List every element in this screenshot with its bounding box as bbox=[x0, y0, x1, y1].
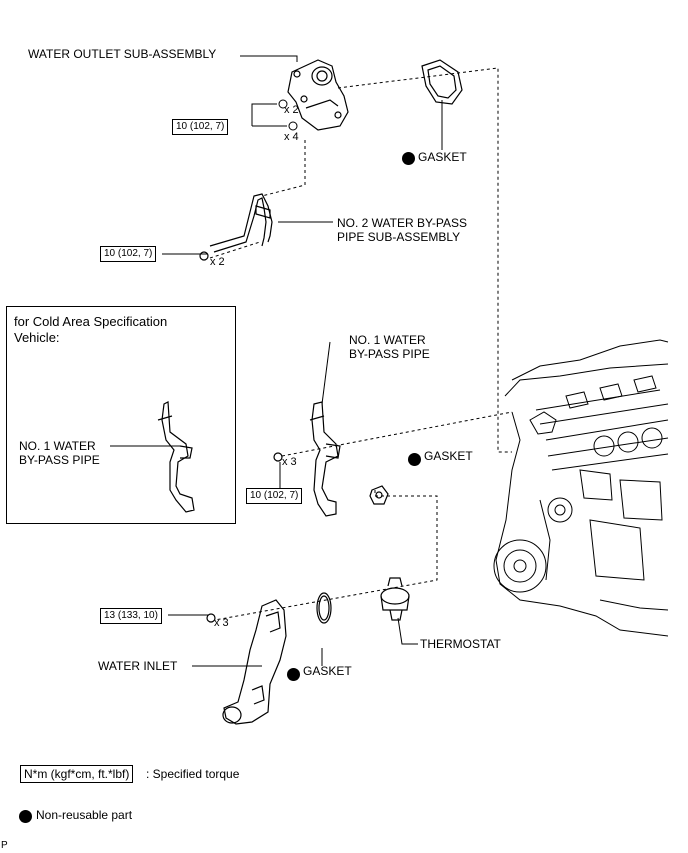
qty-no1-pipe: x 3 bbox=[282, 456, 297, 468]
torque-no2-pipe: 10 (102, 7) bbox=[100, 246, 157, 262]
gasket-bottom-drawing bbox=[316, 592, 332, 624]
cold-area-title-line1: for Cold Area Specification bbox=[14, 314, 168, 329]
gasket-mid-drawing bbox=[369, 485, 389, 505]
alignment-lines bbox=[209, 67, 513, 621]
nonreusable-dot-gasket-bottom bbox=[287, 668, 300, 681]
qty-inlet: x 3 bbox=[214, 617, 229, 629]
gasket-top-drawing bbox=[421, 59, 463, 105]
qty-outlet-a: x 2 bbox=[284, 104, 299, 116]
no1-pipe-drawing bbox=[273, 401, 341, 517]
cold-area-box bbox=[6, 306, 236, 524]
water-outlet-drawing bbox=[287, 59, 349, 131]
outlet-bolts bbox=[278, 99, 298, 131]
no1-bypass-label-line2: BY-PASS PIPE bbox=[349, 347, 430, 361]
thermostat-drawing bbox=[380, 577, 410, 621]
torque-inlet: 13 (133, 10) bbox=[100, 608, 162, 624]
engine-drawing bbox=[493, 339, 669, 637]
nonreusable-dot-gasket-mid bbox=[408, 453, 421, 466]
no2-pipe-drawing bbox=[199, 193, 273, 261]
torque-no1-pipe: 10 (102, 7) bbox=[246, 488, 303, 504]
nonreusable-dot-gasket-top bbox=[402, 152, 415, 165]
legend-torque-unit: N*m (kgf*cm, ft.*lbf) bbox=[20, 765, 134, 783]
water-inlet-drawing bbox=[206, 599, 287, 725]
footer-code: P bbox=[1, 840, 8, 851]
cold-no1-label-line2: BY-PASS PIPE bbox=[19, 453, 100, 467]
cold-pipe-drawing bbox=[157, 401, 195, 513]
no1-bypass-label-line1: NO. 1 WATER bbox=[349, 333, 426, 347]
no2-bypass-label-line2: PIPE SUB-ASSEMBLY bbox=[337, 230, 461, 244]
leader-lines bbox=[110, 55, 443, 667]
torque-outlet: 10 (102, 7) bbox=[172, 119, 229, 135]
water-inlet-label: WATER INLET bbox=[98, 659, 178, 673]
gasket-top-label: GASKET bbox=[418, 150, 467, 164]
legend-nonreusable-dot bbox=[19, 810, 32, 823]
legend-nonreusable-text: Non-reusable part bbox=[36, 808, 133, 822]
gasket-mid-label: GASKET bbox=[424, 449, 473, 463]
qty-no2-pipe: x 2 bbox=[210, 256, 225, 268]
thermostat-label: THERMOSTAT bbox=[420, 637, 501, 651]
gasket-bottom-label: GASKET bbox=[303, 664, 352, 678]
legend-torque-desc: : Specified torque bbox=[146, 767, 240, 781]
cold-no1-label-line1: NO. 1 WATER bbox=[19, 439, 96, 453]
qty-outlet-b: x 4 bbox=[284, 131, 299, 143]
water-outlet-label: WATER OUTLET SUB-ASSEMBLY bbox=[28, 47, 217, 61]
no2-bypass-label-line1: NO. 2 WATER BY-PASS bbox=[337, 216, 468, 230]
cold-area-title-line2: Vehicle: bbox=[14, 330, 60, 345]
